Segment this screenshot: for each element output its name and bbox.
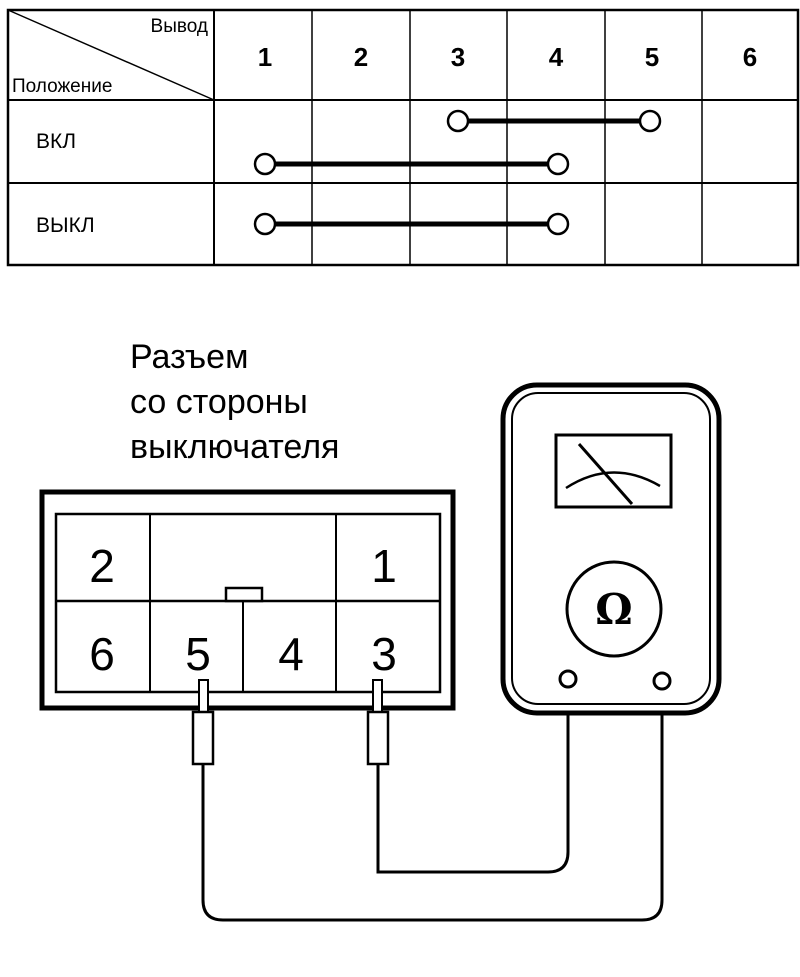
connection-on-1-4 xyxy=(253,152,570,176)
header-pin-label: Вывод xyxy=(151,16,208,37)
connection-off-1-4 xyxy=(253,212,570,236)
pin-header: 5 xyxy=(645,42,659,72)
connector-outer-housing xyxy=(39,489,456,711)
connection-terminal xyxy=(638,109,662,133)
connection-terminal xyxy=(253,152,277,176)
ohm-symbol-icon: Ω xyxy=(595,585,632,634)
connector-pin-label: 2 xyxy=(89,540,115,592)
pin-header: 6 xyxy=(743,42,757,72)
connector-inner-frame xyxy=(54,512,442,694)
test-lead-wire-pin3 xyxy=(376,679,570,874)
connection-on-3-5 xyxy=(446,109,662,133)
connection-terminal xyxy=(253,212,277,236)
pin-header: 1 xyxy=(258,42,272,72)
connector-pin-labels: 2 1 6 5 4 3 xyxy=(89,540,397,680)
header-diagonal xyxy=(7,9,215,101)
connector-pin-label: 3 xyxy=(371,628,397,680)
connector-latch xyxy=(224,586,264,603)
connector-pin-label: 1 xyxy=(371,540,397,592)
pin-header: 3 xyxy=(451,42,465,72)
connector-pin-label: 5 xyxy=(185,628,211,680)
caption-line: со стороны xyxy=(130,383,308,421)
header-position-label: Положение xyxy=(12,76,112,97)
connection-terminal xyxy=(546,152,570,176)
connection-terminal xyxy=(546,212,570,236)
row-label-off: ВЫКЛ xyxy=(36,214,95,237)
probe-tip xyxy=(372,679,383,713)
ohmmeter-terminal-jack xyxy=(652,671,672,691)
ohmmeter xyxy=(500,382,722,716)
probe-body xyxy=(191,710,215,766)
pin-header: 4 xyxy=(549,42,564,72)
connection-terminal xyxy=(446,109,470,133)
caption-line: Разъем xyxy=(130,338,248,376)
ohmmeter-mode-dial xyxy=(565,560,663,658)
ohmmeter-display-window xyxy=(554,433,673,509)
probe-body xyxy=(366,710,390,766)
connector-pin-label: 4 xyxy=(278,628,304,680)
ohmmeter-terminal-jack xyxy=(558,669,578,689)
probe-tip xyxy=(198,679,209,713)
ohmmeter-scale-arc xyxy=(565,471,661,490)
caption-line: выключателя xyxy=(130,428,339,466)
pin-number-headers: 1 2 3 4 5 6 xyxy=(258,42,757,72)
pin-header: 2 xyxy=(354,42,368,72)
ohmmeter-needle-icon xyxy=(577,443,634,505)
ohmmeter-inner-panel xyxy=(511,392,711,705)
test-lead-wire-pin5 xyxy=(201,681,664,922)
probe-pin-5 xyxy=(191,679,215,766)
connector-pin-label: 6 xyxy=(89,628,115,680)
table-border xyxy=(6,8,800,267)
continuity-table xyxy=(6,8,800,267)
connector-caption: Разъем со стороны выключателя xyxy=(130,338,339,466)
switch-connector xyxy=(39,489,456,711)
row-label-on: ВКЛ xyxy=(36,130,76,153)
